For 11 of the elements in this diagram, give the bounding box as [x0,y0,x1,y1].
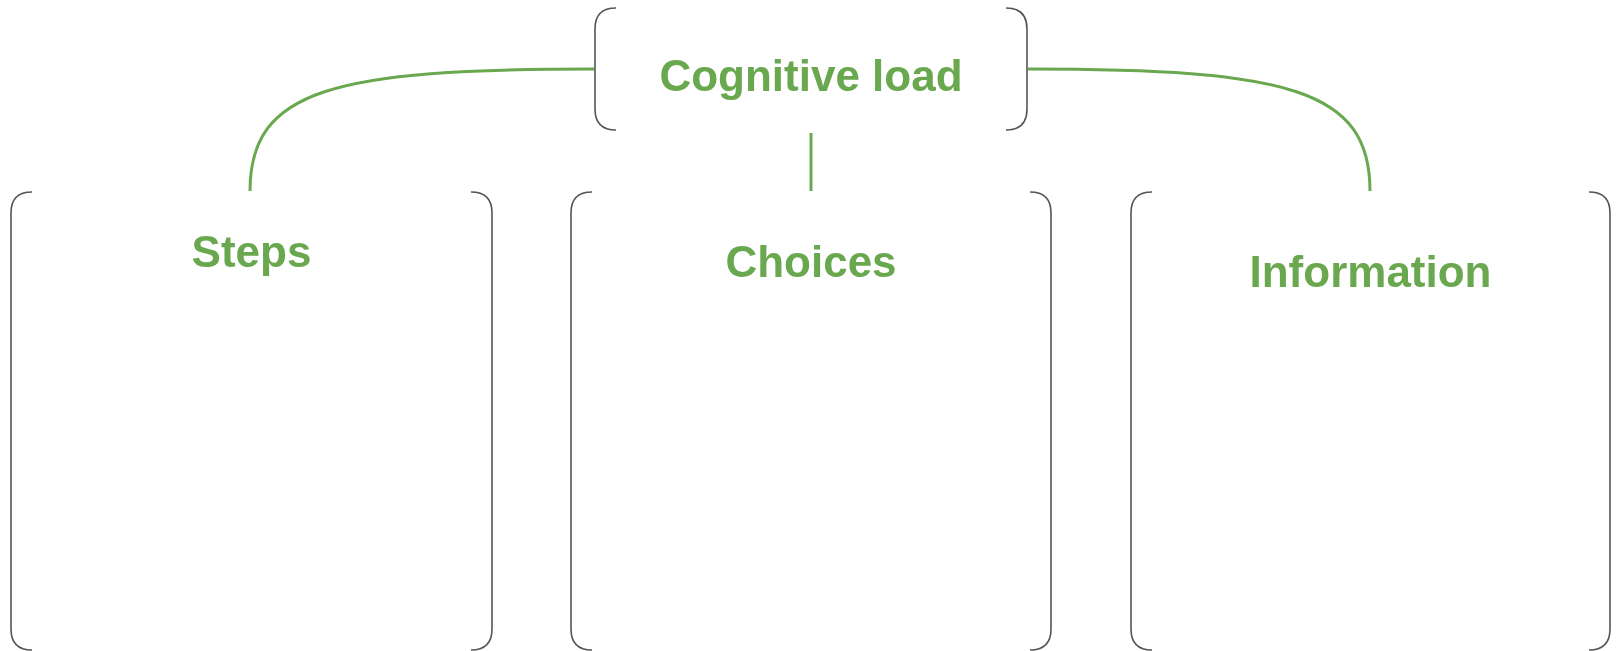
heading-text: Information [1248,247,1493,297]
connector-line [1028,67,1372,192]
heading-text: Steps [190,227,313,277]
connector-line [248,67,594,192]
bracket-box [594,7,1028,131]
heading-text: Cognitive load [658,51,964,101]
connector-line [809,133,813,191]
bracket-box [1130,191,1611,651]
bracket-box [10,191,493,651]
bracket-box [570,191,1052,651]
heading-text: Choices [724,237,898,287]
